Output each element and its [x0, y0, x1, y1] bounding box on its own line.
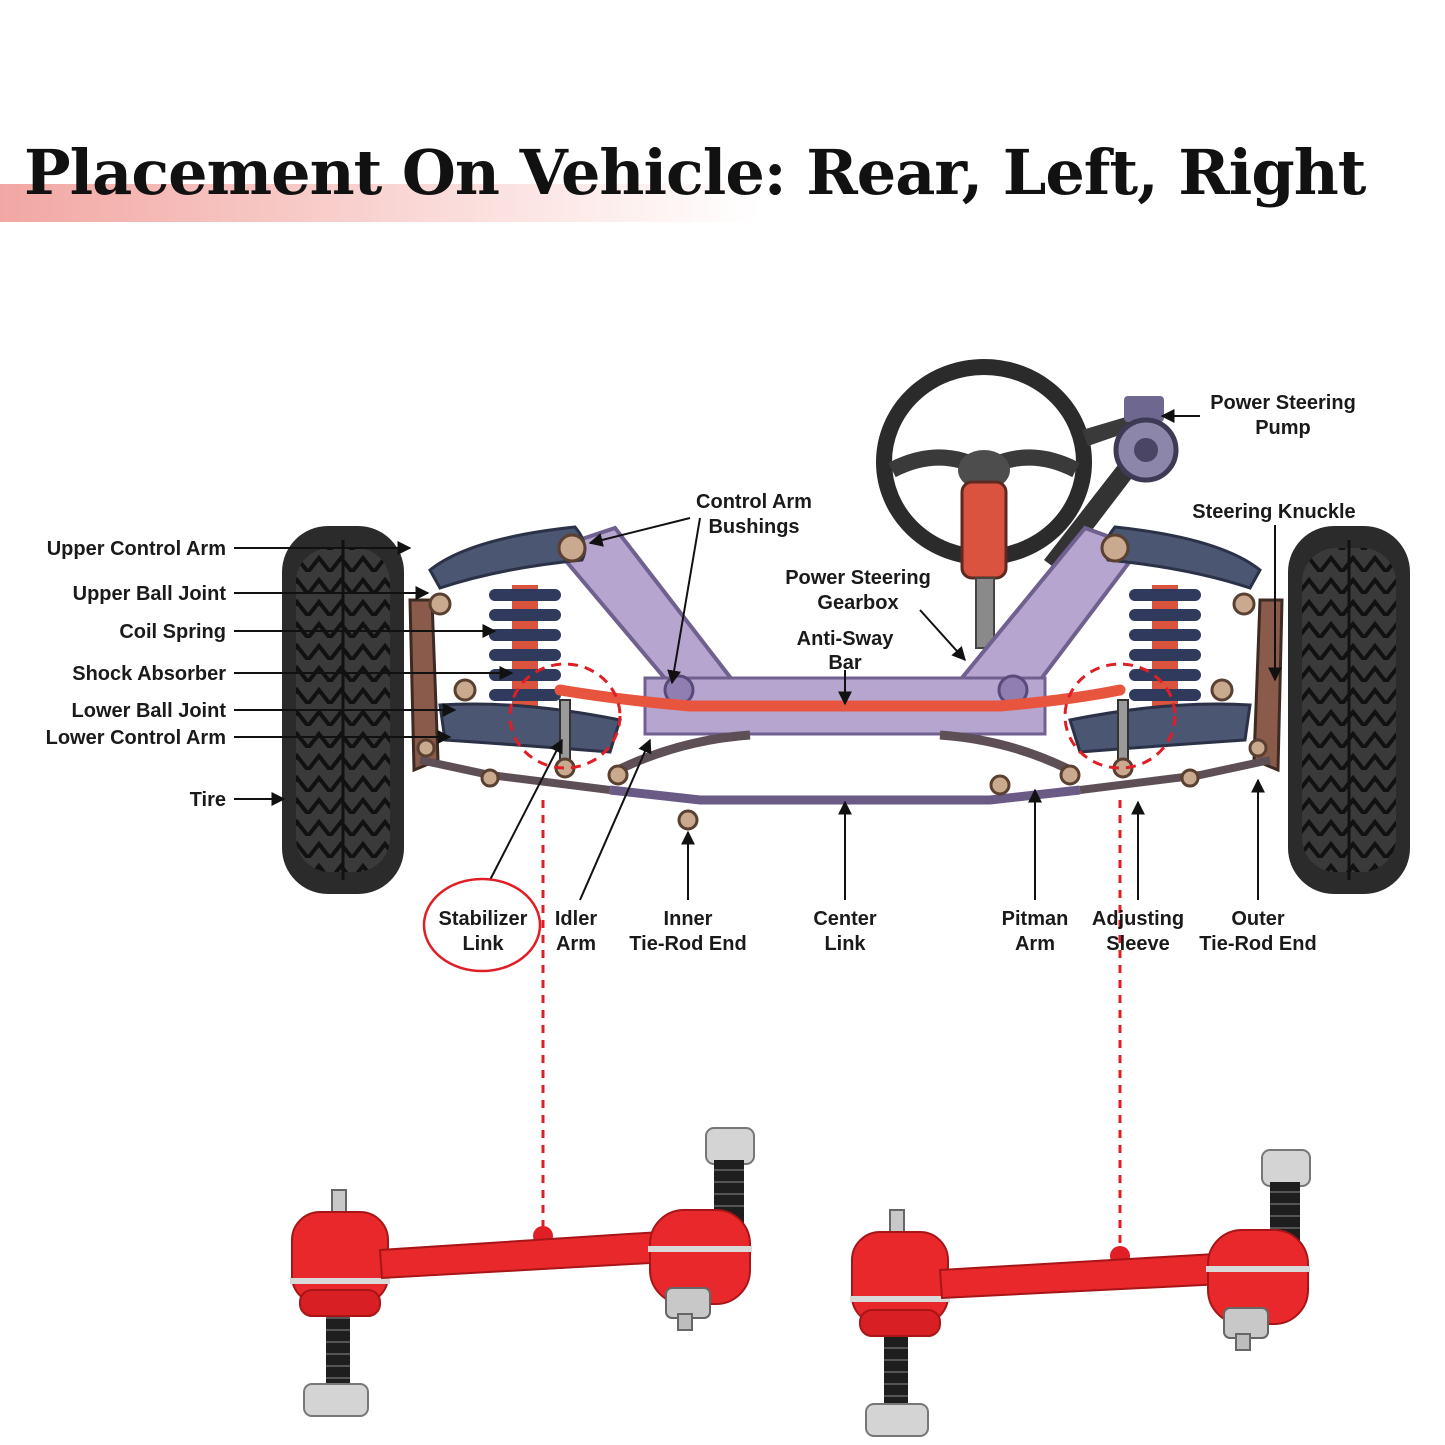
label-upper-control-arm: Upper Control Arm [47, 538, 226, 560]
page-title: Placement On Vehicle: Rear, Left, Right [24, 136, 1366, 209]
label-coil-spring: Coil Spring [119, 621, 226, 643]
label-pitman-arm-1: Pitman [1002, 908, 1069, 930]
label-power-steering-gearbox-1: Power Steering [785, 567, 931, 589]
left-highlight-circle [508, 662, 622, 770]
left-coil-spring [489, 585, 561, 715]
label-lower-control-arm: Lower Control Arm [46, 727, 226, 749]
label-stabilizer-link-1: Stabilizer [439, 908, 528, 930]
label-power-steering-pump-2: Pump [1255, 417, 1311, 439]
anti-sway-bar [554, 684, 1126, 712]
stabilizer-link-label-circle [422, 877, 542, 973]
label-anti-sway-bar-2: Bar [828, 652, 862, 674]
right-coil-spring [1129, 585, 1201, 715]
label-upper-ball-joint: Upper Ball Joint [73, 583, 227, 605]
diagram-stabilizer-links [554, 699, 1134, 779]
steering-wheel [876, 359, 1092, 649]
label-idler-arm-1: Idler [555, 908, 597, 930]
label-control-arm-bushings-1: Control Arm [696, 491, 812, 513]
label-inner-tie-rod-end-1: Inner [664, 908, 713, 930]
label-power-steering-pump-1: Power Steering [1210, 392, 1356, 414]
right-highlight-circle [1063, 662, 1177, 770]
label-shock-absorber: Shock Absorber [72, 663, 226, 685]
label-outer-tie-rod-end-1: Outer [1231, 908, 1285, 930]
label-center-link-2: Link [824, 933, 866, 955]
label-pitman-arm-2: Arm [1015, 933, 1055, 955]
label-adjusting-sleeve-2: Sleeve [1106, 933, 1169, 955]
title-highlight-band [0, 184, 760, 222]
label-idler-arm-2: Arm [556, 933, 596, 955]
product-stabilizer-link-left [290, 1127, 755, 1417]
label-lower-ball-joint: Lower Ball Joint [72, 700, 227, 722]
left-upper-control-arm [428, 525, 587, 590]
power-steering-pump [1044, 396, 1179, 572]
right-tire [1288, 526, 1410, 894]
product-stabilizer-link-right [850, 1149, 1311, 1437]
steering-linkage [416, 730, 1271, 831]
label-stabilizer-link-2: Link [462, 933, 504, 955]
label-adjusting-sleeve-1: Adjusting [1092, 908, 1184, 930]
label-center-link-1: Center [813, 908, 877, 930]
right-upper-control-arm [1100, 525, 1262, 590]
label-outer-tie-rod-end-2: Tie-Rod End [1199, 933, 1316, 955]
label-anti-sway-bar-1: Anti-Sway [797, 628, 895, 650]
label-inner-tie-rod-end-2: Tie-Rod End [629, 933, 746, 955]
label-control-arm-bushings-2: Bushings [708, 516, 799, 538]
label-power-steering-gearbox-2: Gearbox [817, 592, 898, 614]
label-tire: Tire [190, 789, 226, 811]
right-lower-control-arm [1068, 678, 1252, 754]
label-steering-knuckle: Steering Knuckle [1192, 501, 1355, 523]
